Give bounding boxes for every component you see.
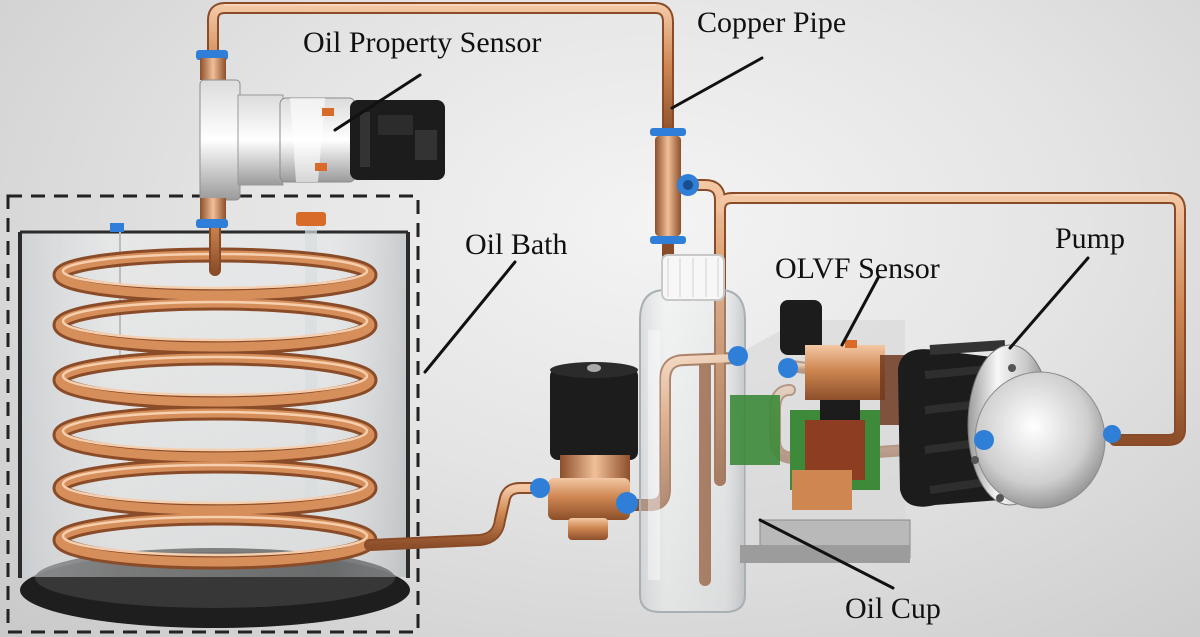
oil-cup (639, 254, 746, 613)
t-fitting (650, 128, 699, 244)
label-olvf-sensor: OLVF Sensor (775, 252, 940, 285)
leader-lines (333, 56, 1090, 590)
leader-olvf-sensor (840, 276, 880, 347)
sensor-block (199, 79, 241, 201)
olvf-sensor (728, 300, 940, 563)
label-oil-property-sensor: Oil Property Sensor (303, 26, 542, 59)
label-oil-bath: Oil Bath (465, 228, 568, 261)
pump-head (974, 371, 1106, 509)
leader-pump (1008, 256, 1090, 350)
leader-oil-cup (758, 518, 895, 590)
leader-copper-pipe (670, 56, 764, 110)
valve-coil (550, 368, 638, 460)
label-copper-pipe: Copper Pipe (697, 6, 847, 39)
olvf-sensor-cap (780, 300, 822, 355)
oil-cup-glass (639, 289, 746, 613)
oil-bath-dashed-frame (6, 194, 420, 634)
leader-oil-property-sensor (333, 73, 422, 132)
pcb-left (730, 395, 780, 465)
oil-property-sensor (196, 50, 445, 228)
pump (898, 340, 1121, 509)
solenoid-valve (530, 362, 638, 540)
label-pump: Pump (1055, 222, 1126, 255)
leader-oil-bath (423, 260, 517, 374)
label-oil-cup: Oil Cup (845, 592, 941, 625)
olvf-sensor-block (805, 345, 885, 400)
